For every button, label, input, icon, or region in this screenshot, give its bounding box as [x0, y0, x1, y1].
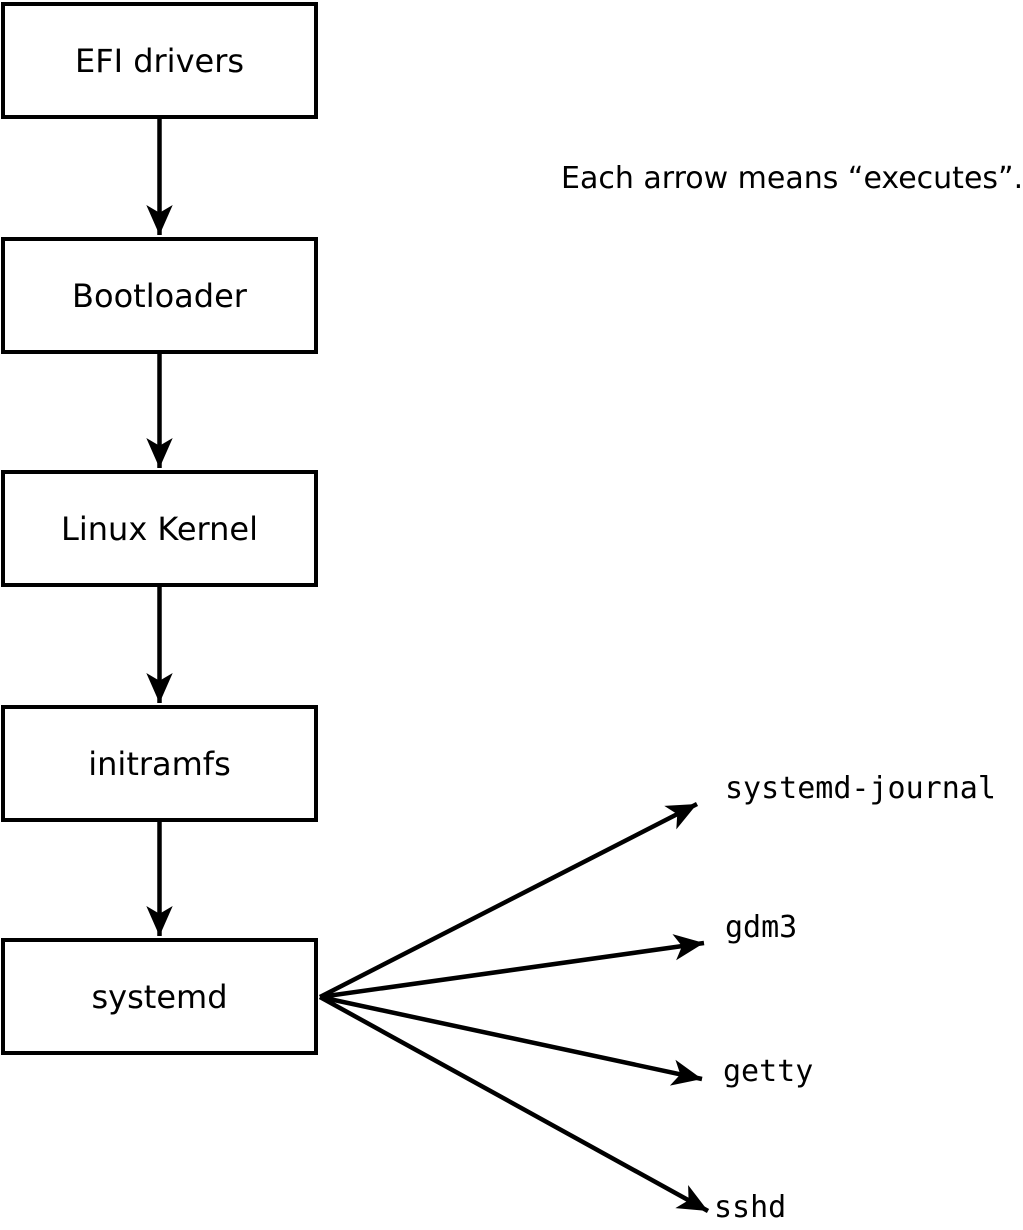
- arrow-systemd-to-journal: [318, 801, 699, 1000]
- target-gdm3: gdm3: [725, 910, 798, 945]
- node-efi-drivers-label: EFI drivers: [74, 41, 245, 80]
- node-linux-kernel: Linux Kernel: [1, 470, 318, 587]
- node-initramfs-label: initramfs: [88, 744, 231, 783]
- target-systemd-journal: systemd-journal: [725, 771, 996, 806]
- node-linux-kernel-label: Linux Kernel: [61, 509, 258, 548]
- arrow-meaning-annotation: Each arrow means “executes”.: [561, 161, 1023, 196]
- arrow-systemd-to-getty: [319, 994, 703, 1086]
- node-efi-drivers: EFI drivers: [1, 2, 318, 119]
- target-getty: getty: [723, 1054, 814, 1089]
- arrow-systemd-to-gdm3: [319, 934, 705, 1000]
- node-bootloader-label: Bootloader: [72, 276, 247, 315]
- arrow-systemd-to-sshd: [318, 995, 710, 1213]
- node-systemd-label: systemd: [91, 977, 228, 1016]
- node-initramfs: initramfs: [1, 705, 318, 822]
- executes-arrows: [146, 119, 710, 1213]
- node-systemd: systemd: [1, 938, 318, 1055]
- node-bootloader: Bootloader: [1, 237, 318, 354]
- target-sshd: sshd: [714, 1190, 787, 1225]
